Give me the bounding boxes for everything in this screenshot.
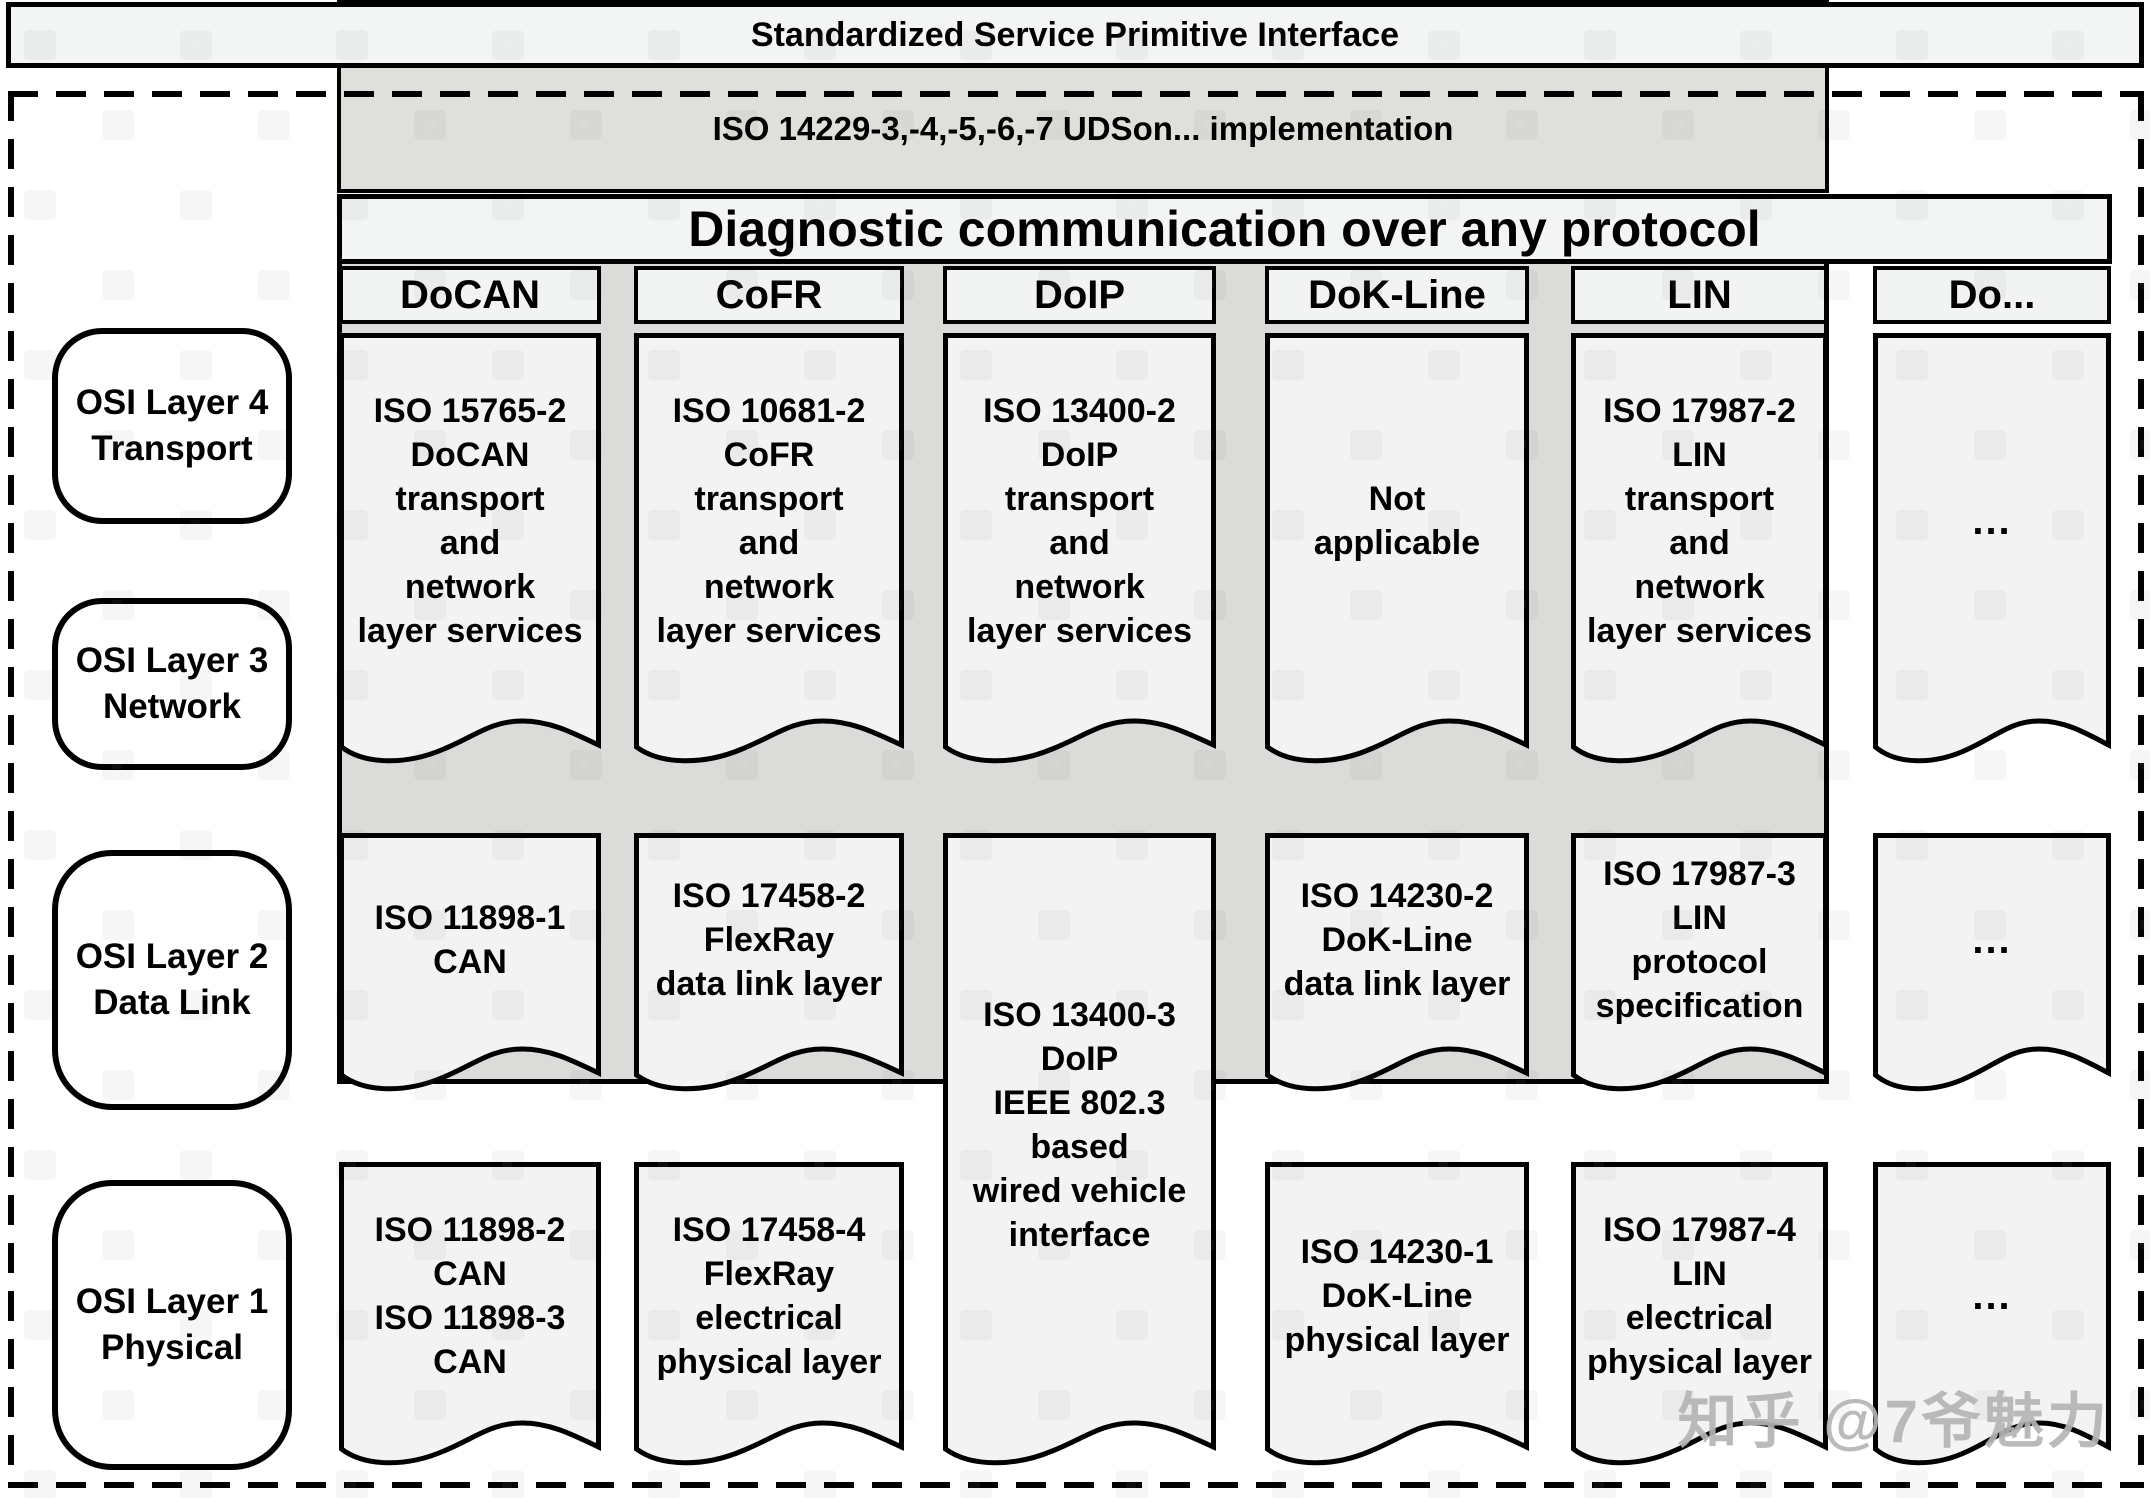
physical-box-cofr: ISO 17458-4 FlexRay electrical physical …: [634, 1162, 904, 1466]
transport-box-doip: ISO 13400-2 DoIP transport and network l…: [943, 333, 1216, 764]
column-header-doip: DoIP: [943, 266, 1216, 324]
column-header-lin: LIN: [1571, 266, 1828, 324]
column-header-cofr-label: CoFR: [715, 272, 823, 317]
service-primitive-interface-title: Standardized Service Primitive Interface: [750, 15, 1400, 54]
column-header-docan-label: DoCAN: [400, 272, 540, 317]
transport-box-lin: ISO 17987-2 LIN transport and network la…: [1571, 333, 1828, 764]
column-header-cofr: CoFR: [634, 266, 904, 324]
data-link-box-dok-line: ISO 14230-2 DoK-Line data link layer: [1265, 833, 1529, 1092]
data-link-box-docan: ISO 11898-1 CAN: [339, 833, 601, 1092]
column-header-dok-line: DoK-Line: [1265, 266, 1529, 324]
column-header-docan: DoCAN: [339, 266, 601, 324]
transport-box-docan: ISO 15765-2 DoCAN transport and network …: [339, 333, 601, 764]
diagnostic-protocol-bar: Diagnostic communication over any protoc…: [337, 194, 2112, 264]
transport-box-cofr: ISO 10681-2 CoFR transport and network l…: [634, 333, 904, 764]
watermark-credit: 知乎 @7爷魅力: [1677, 1387, 2110, 1455]
osi-boundary-right-dashed-line: [2138, 91, 2144, 1486]
column-header-lin-label: LIN: [1667, 272, 1732, 317]
osi-layer-4-transport-label: OSI Layer 4 Transport: [52, 328, 292, 524]
transport-box-docan-text: ISO 15765-2 DoCAN transport and network …: [357, 392, 583, 650]
column-header-doip-label: DoIP: [1033, 272, 1126, 317]
osi-boundary-top-dashed-line: [8, 91, 2144, 97]
column-header-do-more-label: Do...: [1948, 272, 2036, 317]
physical-box-dok-line: ISO 14230-1 DoK-Line physical layer: [1265, 1162, 1529, 1466]
transport-box-lin-text: ISO 17987-2 LIN transport and network la…: [1587, 392, 1812, 650]
transport-box-doip-text: ISO 13400-2 DoIP transport and network l…: [967, 392, 1192, 650]
osi-layer-1-physical-label: OSI Layer 1 Physical: [52, 1180, 292, 1470]
data-link-physical-box-doip: ISO 13400-3 DoIP IEEE 802.3 based wired …: [943, 833, 1216, 1466]
data-link-box-lin-text: ISO 17987-3 LIN protocol specification: [1595, 855, 1804, 1025]
column-header-do-more: Do...: [1873, 266, 2111, 324]
data-link-box-cofr: ISO 17458-2 FlexRay data link layer: [634, 833, 904, 1092]
physical-box-docan: ISO 11898-2 CAN ISO 11898-3 CAN: [339, 1162, 601, 1466]
column-header-dok-line-label: DoK-Line: [1308, 272, 1486, 317]
data-link-box-do-more: ...: [1873, 833, 2111, 1092]
implementation-title: ISO 14229-3,-4,-5,-6,-7 UDSon... impleme…: [712, 109, 1454, 147]
data-link-box-do-more-text: ...: [1972, 918, 2012, 962]
osi-layer-3-network-label: OSI Layer 3 Network: [52, 598, 292, 770]
data-link-box-cofr-text: ISO 17458-2 FlexRay data link layer: [655, 877, 883, 1003]
transport-box-dok-line: Not applicable: [1265, 333, 1529, 764]
osi-boundary-bottom-dashed-line: [8, 1482, 2144, 1488]
data-link-box-docan-text: ISO 11898-1 CAN: [374, 899, 566, 981]
osi-boundary-left-dashed-line: [8, 91, 14, 1486]
transport-box-do-more-text: ...: [1972, 499, 2012, 543]
data-link-physical-box-doip-text: ISO 13400-3 DoIP IEEE 802.3 based wired …: [972, 996, 1187, 1254]
physical-box-cofr-text: ISO 17458-4 FlexRay electrical physical …: [656, 1211, 882, 1381]
physical-box-dok-line-text: ISO 14230-1 DoK-Line physical layer: [1284, 1233, 1510, 1359]
diagnostic-protocol-title: Diagnostic communication over any protoc…: [688, 201, 1761, 257]
data-link-box-lin: ISO 17987-3 LIN protocol specification: [1571, 833, 1828, 1092]
transport-box-dok-line-text: Not applicable: [1313, 480, 1481, 562]
service-primitive-interface-bar: Standardized Service Primitive Interface: [6, 2, 2144, 68]
osi-layer-2-data-link-label: OSI Layer 2 Data Link: [52, 850, 292, 1110]
physical-box-docan-text: ISO 11898-2 CAN ISO 11898-3 CAN: [374, 1211, 566, 1381]
transport-box-do-more: ...: [1873, 333, 2111, 764]
transport-box-cofr-text: ISO 10681-2 CoFR transport and network l…: [656, 392, 882, 650]
data-link-box-dok-line-text: ISO 14230-2 DoK-Line data link layer: [1283, 877, 1511, 1003]
